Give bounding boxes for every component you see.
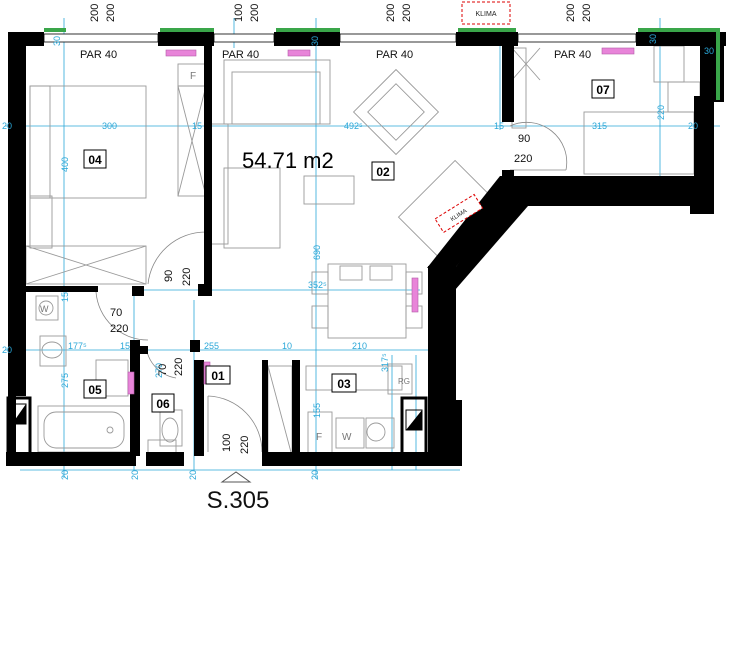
dimension-text: 317⁵ [380,353,390,372]
dimension-text: 220 [110,323,128,335]
top-dim-8: 200 [581,4,593,22]
window-sills [44,28,720,100]
dimension-text: 315 [592,121,607,131]
par-label-2: PAR 40 [222,49,259,61]
dimension-text: 155 [312,403,322,418]
cyan-dimensions: 30 30 30 30 20 300 15 492⁵ 15 315 20 400… [2,34,714,480]
room-02-label: 02 [376,165,390,179]
dimension-text: 20 [60,470,70,480]
dimension-text: 492⁵ [344,121,363,131]
dimension-text: 220 [173,358,185,376]
dimension-text: 220 [239,436,251,454]
furniture [25,45,701,457]
room-numbers: 04 02 07 05 06 01 03 [83,79,615,413]
top-dim-2: 200 [105,4,117,22]
apartment-code: S.305 [207,487,270,514]
walls [6,32,726,466]
top-dim-5: 200 [385,4,397,22]
dimension-text: 90 [518,133,530,145]
dimension-text: 275 [60,373,70,388]
dimension-text: 20 [310,470,320,480]
room-02-tag: 02 [371,161,395,181]
dimension-text: 30 [704,46,714,56]
room-06-label: 06 [156,397,170,411]
dimension-text: 270 [154,363,164,378]
dimension-text: 15 [60,292,70,302]
dimension-text: 100 [221,434,233,452]
par-label-4: PAR 40 [554,49,591,61]
dimension-text: 352⁵ [308,280,327,290]
room-05-label: 05 [88,383,102,397]
dimension-text: 20 [2,121,12,131]
room-05-tag: 05 [83,379,107,399]
klima-top: KLIMA [461,1,511,25]
windows [43,33,637,43]
dimension-text: 210 [352,341,367,351]
dimension-text: 220 [656,105,666,120]
dimension-text: 15 [494,121,504,131]
dimension-text: 177⁵ [68,341,87,351]
dimension-text: 15 [120,341,130,351]
washer-label: W [40,304,49,314]
range-label: RG [398,377,410,386]
fridge-label: F [190,71,196,82]
top-dim-7: 200 [565,4,577,22]
dimension-text: 255 [204,341,219,351]
dimension-text: 220 [514,153,532,165]
room-07-tag: 07 [591,79,615,99]
room-04-label: 04 [88,153,102,167]
door-swings [95,121,568,453]
top-dim-3: 100 [233,4,245,22]
top-dim-4: 200 [249,4,261,22]
dimension-grid [5,18,720,478]
dimension-text: 220 [181,268,193,286]
room-04-tag: 04 [83,149,107,169]
dimension-text: 30 [310,36,320,46]
window-labels: PAR 40 PAR 40 PAR 40 PAR 40 [80,49,591,61]
klima-label-top: KLIMA [475,11,496,18]
dimension-text: 20 [188,470,198,480]
top-dimensions: 200 200 100 200 200 200 200 200 [89,4,593,22]
total-area: 54.71 m2 [242,148,334,173]
dimension-text: 70 [110,307,122,319]
dimension-text: 70 [157,364,169,376]
top-dim-1: 200 [89,4,101,22]
room-01-tag: 01 [205,365,231,385]
par-label-3: PAR 40 [376,49,413,61]
dimension-text: 30 [52,36,62,46]
washer-label-2: W [342,432,352,443]
room-03-label: 03 [337,377,351,391]
fixture-labels: F F W W RG [40,71,410,443]
dimension-text: 20 [130,470,140,480]
room-07-label: 07 [596,83,610,97]
dimension-text: 90 [163,270,175,282]
dimension-text: 400 [60,157,70,172]
entrance-marker [220,471,252,483]
fridge-label-2: F [316,432,322,443]
door-dimensions: 90 220 90 220 70 220 70 220 100 220 [110,133,532,454]
dimension-text: 300 [102,121,117,131]
top-dim-6: 200 [401,4,413,22]
room-06-tag: 06 [151,393,175,413]
dimension-text: 690 [312,245,322,260]
dimension-text: 15 [192,121,202,131]
room-01-label: 01 [211,369,225,383]
klima-diag: KLIMA [434,193,484,234]
dimension-text: 30 [648,34,658,44]
dimension-text: 20 [688,121,698,131]
dimension-text: 10 [282,341,292,351]
dimension-text: 20 [2,345,12,355]
room-03-tag: 03 [331,373,357,393]
shaft-markers [11,403,423,431]
par-label-1: PAR 40 [80,49,117,61]
